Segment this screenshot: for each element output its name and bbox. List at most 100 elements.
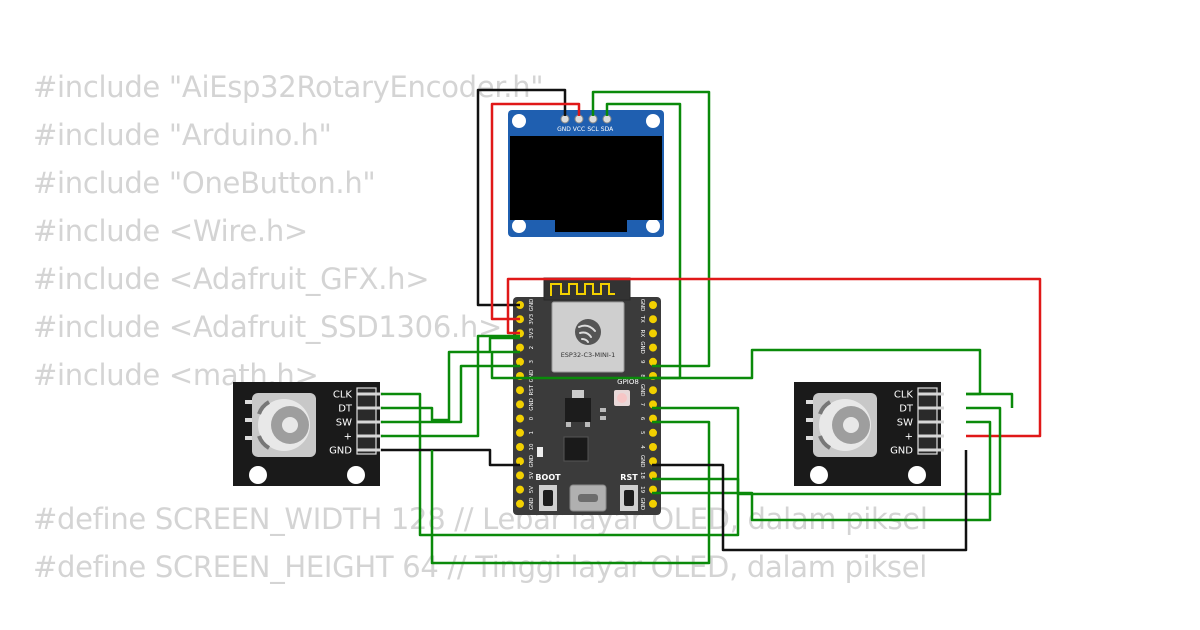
encoder-pin-label: GND <box>890 446 913 457</box>
esp32-pin[interactable] <box>649 343 657 352</box>
encoder-pin-label: SW <box>336 418 352 429</box>
esp32-pin-label: 8 <box>639 374 645 378</box>
oled-mount-hole <box>512 219 526 233</box>
esp32-pin[interactable] <box>516 499 524 508</box>
esp32-pin[interactable] <box>649 499 657 508</box>
code-line-include-gfx: #include <Adafruit_GFX.h> <box>33 262 430 296</box>
esp32-pin-label: 5V <box>529 472 535 479</box>
esp32-pin-label: TX <box>639 315 645 323</box>
encoder-pin-label: CLK <box>333 390 353 401</box>
esp32-pin-label: 3V3 <box>529 328 535 339</box>
wire-encoder-left-gnd[interactable] <box>381 448 520 467</box>
encoder-left-mount-hole <box>347 466 365 484</box>
code-line-define-height: #define SCREEN_HEIGHT 64 // Tinggi layar… <box>33 550 928 584</box>
esp32-pin-label: 10 <box>529 443 535 450</box>
encoder-pin[interactable] <box>357 406 383 410</box>
encoder-pin-label: DT <box>338 404 353 415</box>
esp32-pin-label: 4 <box>639 445 645 449</box>
usb-serial-chip <box>563 436 589 462</box>
esp32-pin[interactable] <box>649 386 657 395</box>
esp32-pin-label: GND <box>639 497 645 510</box>
wire-encoder-right-sw[interactable] <box>652 420 992 522</box>
encoder-left-mount-hole <box>249 466 267 484</box>
wire-encoder-left-clk[interactable] <box>381 392 740 537</box>
wire-3v3-encoder-right[interactable] <box>506 277 1042 438</box>
wire-encoder-left-dt[interactable] <box>381 336 520 422</box>
esp32-pin-label: RST <box>529 384 535 395</box>
esp32-pin-label: GND <box>639 299 645 312</box>
oled-display[interactable]: GND VCC SCL SDA <box>508 110 664 237</box>
esp32-module-label: ESP32-C3-MINI-1 <box>561 351 616 359</box>
encoder-pin[interactable] <box>918 448 944 452</box>
oled-mount-hole <box>646 219 660 233</box>
encoder-pin-label: CLK <box>894 390 914 401</box>
esp32-pin[interactable] <box>516 443 524 451</box>
esp32-c3-board[interactable]: ESP32-C3-MINI-1 GPIO8 BOOT RST GND3V33V3… <box>513 277 661 515</box>
esp32-pin-label: GND <box>529 370 535 383</box>
wire-encoder-left-sw[interactable] <box>381 364 520 424</box>
esp32-pin-label: 18 <box>639 472 645 479</box>
encoder-pin[interactable] <box>357 392 383 396</box>
antenna-trace <box>550 283 615 296</box>
wire-gpio6[interactable] <box>430 420 711 565</box>
esp32-pin[interactable] <box>516 400 524 409</box>
encoder-pin[interactable] <box>918 420 944 424</box>
wire-oled-scl[interactable] <box>591 90 711 368</box>
encoder-pin-label: + <box>344 432 352 443</box>
wire-encoder-left-vcc[interactable] <box>381 334 520 438</box>
esp32-pin-label: 6 <box>639 417 645 421</box>
esp32-pin[interactable] <box>649 357 657 366</box>
rotary-encoder-left[interactable]: CLK DT SW + GND <box>233 382 383 486</box>
esp32-pin[interactable] <box>516 386 524 395</box>
esp32-pin-label: GND <box>639 384 645 397</box>
encoder-right-mount-hole <box>908 466 926 484</box>
code-line-include-wire: #include <Wire.h> <box>33 214 308 248</box>
rotate-arrow-icon <box>818 400 832 415</box>
esp32-pin-label: 3 <box>529 360 535 364</box>
esp32-pin[interactable] <box>649 301 657 309</box>
code-line-include-ssd1306: #include <Adafruit_SSD1306.h> <box>33 310 502 344</box>
esp32-pin-label: GND <box>529 455 535 468</box>
encoder-pin-label: + <box>905 432 913 443</box>
encoder-pin[interactable] <box>918 434 944 438</box>
esp32-pin[interactable] <box>649 443 657 451</box>
esp32-pin[interactable] <box>516 428 524 437</box>
wire-oled-vcc[interactable] <box>490 102 581 321</box>
esp32-pin[interactable] <box>649 471 657 480</box>
encoder-pin[interactable] <box>357 420 383 424</box>
encoder-pin[interactable] <box>357 434 383 438</box>
esp32-pin-label: 7 <box>639 403 645 407</box>
esp32-pin[interactable] <box>516 414 524 423</box>
esp32-pin[interactable] <box>516 343 524 352</box>
esp32-pin[interactable] <box>649 329 657 338</box>
esp32-pin[interactable] <box>516 471 524 480</box>
esp32-pin[interactable] <box>649 428 657 437</box>
wire-encoder-right-gnd[interactable] <box>652 450 968 552</box>
esp32-pin-label: 19 <box>639 486 645 493</box>
esp32-pin-label: 1 <box>529 431 535 435</box>
esp32-pin-label: GND <box>529 497 535 510</box>
encoder-pin[interactable] <box>918 406 944 410</box>
esp32-pin[interactable] <box>649 485 657 494</box>
esp32-pin[interactable] <box>516 485 524 494</box>
encoder-right-mount-hole <box>810 466 828 484</box>
voltage-regulator <box>565 398 591 422</box>
esp32-pin[interactable] <box>516 457 524 466</box>
gpio8-label: GPIO8 <box>617 378 639 386</box>
encoder-pin-label: GND <box>329 446 352 457</box>
esp32-pin[interactable] <box>649 400 657 409</box>
encoder-pin[interactable] <box>918 392 944 396</box>
esp32-pin-label: GND <box>529 398 535 411</box>
encoder-pin[interactable] <box>357 448 383 452</box>
esp32-pin[interactable] <box>649 414 657 423</box>
oled-ribbon <box>555 220 627 232</box>
esp32-pin[interactable] <box>649 315 657 324</box>
wires <box>381 88 1042 565</box>
oled-pin-label-sda: SDA <box>601 126 614 133</box>
esp32-pin[interactable] <box>649 457 657 466</box>
esp32-pin[interactable] <box>516 357 524 366</box>
